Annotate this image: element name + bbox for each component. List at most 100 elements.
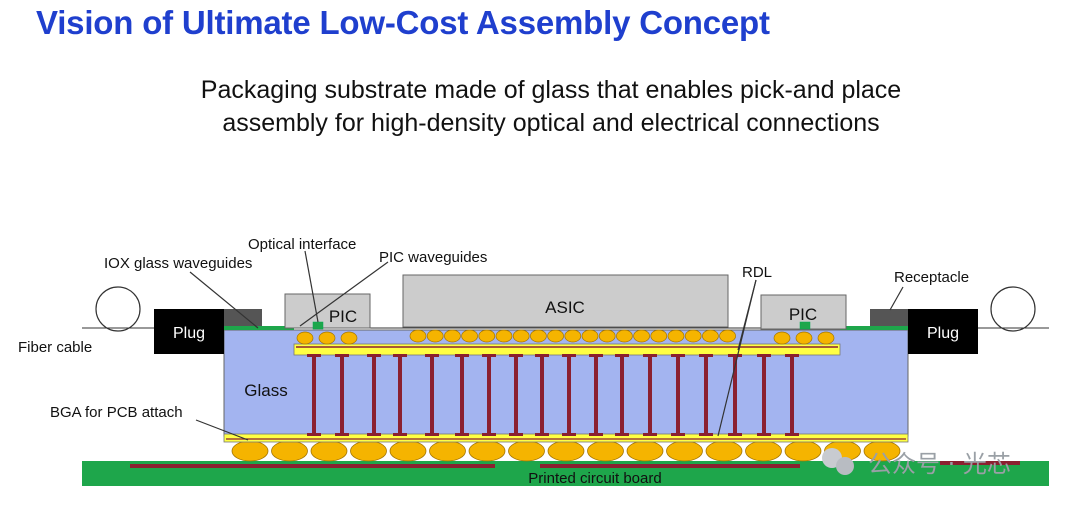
via [567, 354, 571, 436]
via-pad-bottom [425, 433, 439, 436]
asic-bump [444, 329, 461, 343]
leader-iox [189, 271, 259, 329]
via [487, 354, 491, 436]
pcb-label: Printed circuit board [528, 470, 661, 487]
pic-right-waveguide [799, 321, 811, 330]
plug-left [154, 309, 224, 354]
via-pad-top [335, 354, 349, 357]
via-pad-top [643, 354, 657, 357]
wechat-icon-bubble [836, 457, 854, 475]
asic-bump [461, 329, 478, 343]
asic-bump [633, 329, 650, 343]
via-pad-bottom [757, 433, 771, 436]
via [540, 354, 544, 436]
asic-bump [719, 329, 736, 343]
pic-left-bump [340, 331, 358, 345]
via [762, 354, 766, 436]
via-pad-bottom [785, 433, 799, 436]
pic-left-bump [296, 331, 314, 345]
via-pad-top [367, 354, 381, 357]
via-pad-bottom [509, 433, 523, 436]
watermark-text: 公众号 · 光芯 [868, 450, 1011, 478]
bga-ball [666, 440, 703, 462]
rdl-label: RDL [742, 264, 772, 281]
via [398, 354, 402, 436]
via-pad-bottom [335, 433, 349, 436]
asic-bump [616, 329, 633, 343]
iox-waveguide-right [840, 326, 908, 330]
bga-ball [231, 440, 269, 462]
bga-ball [626, 440, 664, 462]
subtitle-line-2: assembly for high-density optical and el… [222, 109, 880, 137]
leader-receptacle [889, 286, 904, 311]
receptacle-right [870, 309, 908, 326]
via-pad-top [482, 354, 496, 357]
via [430, 354, 434, 436]
asic-bump [598, 329, 616, 343]
asic-bump [530, 329, 547, 343]
pic-right-label: PIC [789, 305, 817, 324]
via [676, 354, 680, 436]
via [340, 354, 344, 436]
via-pad-top [562, 354, 576, 357]
via-pad-top [535, 354, 549, 357]
via-pad-bottom [455, 433, 469, 436]
via-pad-top [307, 354, 321, 357]
bga-ball [310, 440, 348, 462]
bga-ball [705, 440, 743, 462]
via-pad-bottom [535, 433, 549, 436]
leader-lines [189, 250, 904, 441]
asic-label: ASIC [545, 298, 585, 317]
bga-ball [350, 440, 387, 462]
bga-balls [231, 440, 901, 462]
rdl-lines [226, 346, 906, 440]
iox-waveguides-label: IOX glass waveguides [104, 255, 252, 272]
subtitle-line-1: Packaging substrate made of glass that e… [200, 76, 902, 104]
via-pad-top [393, 354, 407, 357]
via [372, 354, 376, 436]
via-pad-top [589, 354, 603, 357]
asic-bump [650, 329, 668, 343]
asic-bump [409, 329, 427, 343]
bga-ball [784, 440, 822, 462]
bga-ball [745, 440, 782, 462]
optical-interface-label: Optical interface [248, 236, 356, 253]
pic-right-bump [773, 331, 791, 345]
via [620, 354, 624, 436]
via [514, 354, 518, 436]
pcb-trace-right [940, 461, 1020, 465]
via [733, 354, 737, 436]
top-rdl-layer [293, 343, 841, 356]
bga-ball [389, 440, 427, 462]
via-pad-top [615, 354, 629, 357]
slide-title: Vision of Ultimate Low-Cost Assembly Con… [36, 4, 770, 41]
via [312, 354, 316, 436]
via-pad-top [455, 354, 469, 357]
via-pad-bottom [307, 433, 321, 436]
via-pad-top [785, 354, 799, 357]
via-pad-top [671, 354, 685, 357]
leader-rdl-2 [717, 279, 757, 437]
pic-right-bump [817, 331, 835, 345]
asic-bump [495, 329, 513, 343]
via-pad-top [699, 354, 713, 357]
asic-bump [581, 329, 599, 343]
plug-right [908, 309, 978, 354]
via-pad-bottom [393, 433, 407, 436]
through-glass-vias [307, 354, 799, 436]
via-pad-top [728, 354, 742, 357]
plug-left-label: Plug [173, 325, 205, 342]
bga-ball [547, 440, 585, 462]
bga-ball [468, 440, 506, 462]
asic-bump [512, 329, 530, 343]
asic-bump [564, 329, 582, 343]
via-pad-bottom [562, 433, 576, 436]
via-pad-bottom [589, 433, 603, 436]
via-pad-bottom [615, 433, 629, 436]
pic-left-label: PIC [329, 307, 357, 326]
pic-left-chip [284, 293, 371, 329]
pic-left-bump [318, 331, 336, 345]
via-pad-bottom [728, 433, 742, 436]
via [648, 354, 652, 436]
